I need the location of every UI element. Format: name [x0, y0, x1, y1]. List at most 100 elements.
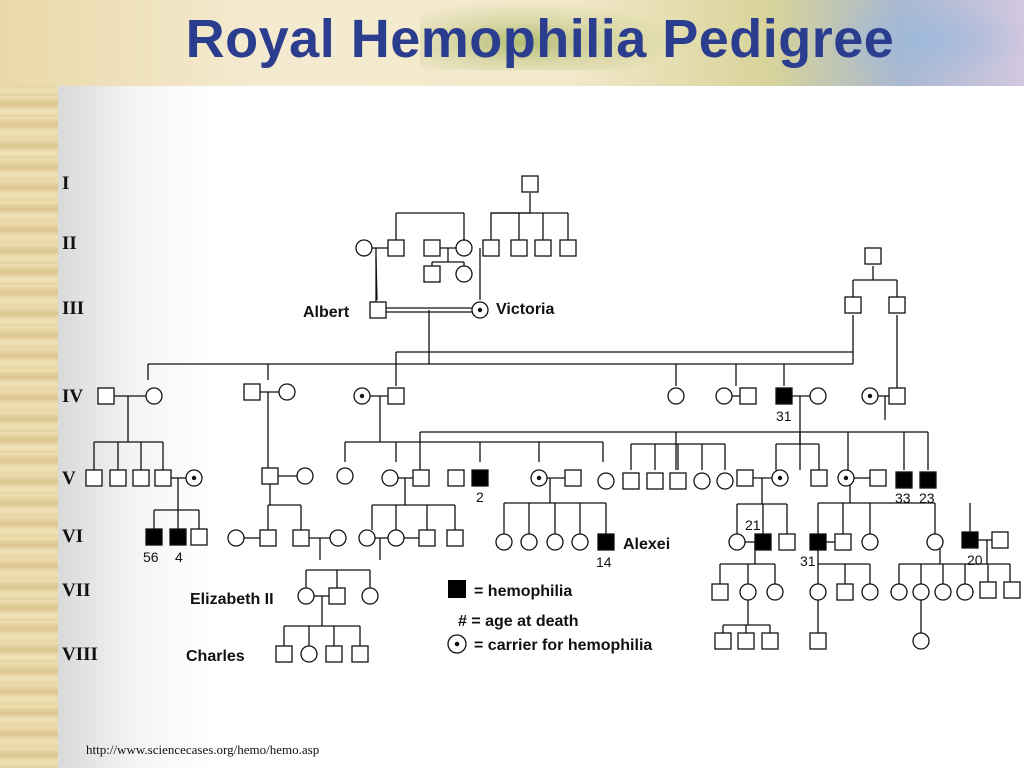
affected-male-square: [169, 528, 187, 546]
female-circle: [455, 239, 473, 257]
generation-label-i: I: [62, 173, 70, 194]
male-square: [809, 632, 827, 650]
male-square: [275, 645, 293, 663]
male-square: [559, 239, 577, 257]
affected-male-square: [597, 533, 615, 551]
male-square: [844, 296, 862, 314]
carrier-dot: [191, 475, 197, 481]
female-circle: [890, 583, 908, 601]
affected-male-square: [919, 471, 937, 489]
male-square: [761, 632, 779, 650]
pedigree-lines: [93, 193, 1011, 646]
male-square: [778, 533, 796, 551]
male-square: [482, 239, 500, 257]
age-at-death: 20: [967, 552, 983, 568]
affected-male-square: [754, 533, 772, 551]
female-circle: [934, 583, 952, 601]
male-square: [736, 469, 754, 487]
legend-carrier-dot-icon: [454, 641, 460, 647]
male-square: [534, 239, 552, 257]
legend-affected-square-icon: [448, 580, 466, 598]
male-square: [418, 529, 436, 547]
carrier-dot: [477, 307, 483, 313]
female-circle: [361, 587, 379, 605]
male-square: [292, 529, 310, 547]
female-circle: [693, 472, 711, 490]
content-area: [58, 86, 1024, 768]
female-circle: [355, 239, 373, 257]
male-square: [387, 387, 405, 405]
female-circle: [926, 533, 944, 551]
textured-border-left: [0, 0, 58, 768]
male-square: [132, 469, 150, 487]
affected-male-square: [471, 469, 489, 487]
female-circle: [809, 583, 827, 601]
slide-title: Royal Hemophilia Pedigree: [185, 9, 895, 69]
generation-label-vii: VII: [62, 580, 91, 601]
female-circle: [358, 529, 376, 547]
male-square: [869, 469, 887, 487]
charles-label: Charles: [186, 648, 245, 665]
female-circle: [520, 533, 538, 551]
affected-male-square: [961, 531, 979, 549]
male-square: [1003, 581, 1021, 599]
elizabeth-label: Elizabeth II: [190, 591, 274, 608]
flower-decoration: [830, 0, 1020, 80]
age-at-death: 2: [476, 489, 484, 505]
male-square: [447, 469, 465, 487]
male-square: [109, 469, 127, 487]
male-square: [714, 632, 732, 650]
carrier-dot: [867, 393, 873, 399]
male-square: [325, 645, 343, 663]
male-square: [622, 472, 640, 490]
generation-label-iv: IV: [62, 386, 84, 407]
female-circle: [597, 472, 615, 490]
male-square: [979, 581, 997, 599]
age-at-death: 31: [800, 553, 816, 569]
male-square: [154, 469, 172, 487]
generation-label-vi: VI: [62, 526, 84, 547]
carrier-dot: [843, 475, 849, 481]
male-square: [85, 469, 103, 487]
male-square: [190, 528, 208, 546]
male-square: [810, 469, 828, 487]
male-square: [521, 175, 539, 193]
source-url: http://www.sciencecases.org/hemo/hemo.as…: [86, 742, 320, 757]
age-at-death: 23: [919, 490, 935, 506]
female-circle: [278, 383, 296, 401]
legend-hemophilia-text: = hemophilia: [474, 583, 572, 600]
age-at-death: 14: [596, 554, 612, 570]
generation-label-iii: III: [62, 298, 85, 319]
female-circle: [495, 533, 513, 551]
affected-male-square: [809, 533, 827, 551]
male-square: [423, 265, 441, 283]
male-square: [423, 239, 441, 257]
carrier-dot: [359, 393, 365, 399]
female-circle: [300, 645, 318, 663]
pedigree-symbols: [85, 175, 1021, 663]
male-square: [888, 296, 906, 314]
female-circle: [336, 467, 354, 485]
male-square: [369, 301, 387, 319]
male-square: [259, 529, 277, 547]
affected-male-square: [895, 471, 913, 489]
legend-age-text: # = age at death: [458, 613, 579, 630]
female-circle: [546, 533, 564, 551]
female-circle: [329, 529, 347, 547]
male-square: [739, 387, 757, 405]
female-circle: [728, 533, 746, 551]
female-circle: [455, 265, 473, 283]
age-at-death: 4: [175, 549, 183, 565]
alexei-label: Alexei: [623, 536, 670, 553]
male-square: [888, 387, 906, 405]
age-at-death: 56: [143, 549, 159, 565]
female-circle: [716, 472, 734, 490]
female-circle: [861, 583, 879, 601]
male-square: [261, 467, 279, 485]
male-square: [834, 533, 852, 551]
female-circle: [381, 469, 399, 487]
male-square: [351, 645, 369, 663]
male-square: [646, 472, 664, 490]
age-at-death: 33: [895, 490, 911, 506]
